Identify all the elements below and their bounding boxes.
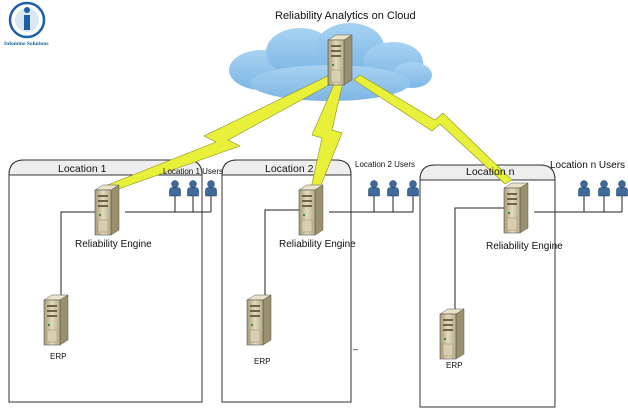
location-1-engine-label: Reliability Engine — [75, 239, 152, 250]
location-2-title: Location 2 — [265, 163, 314, 175]
location-n-title: Location n — [466, 166, 515, 178]
location-box-2 — [221, 159, 352, 403]
location-n-erp-label: ERP — [446, 361, 463, 370]
location-2-erp-label: ERP — [254, 357, 271, 366]
location-box-n — [419, 164, 556, 408]
location-1-users-label: Location 1 Users — [163, 167, 224, 176]
location-1-title: Location 1 — [58, 163, 107, 175]
location-2-engine-label: Reliability Engine — [279, 239, 356, 250]
cloud-title: Reliability Analytics on Cloud — [275, 10, 416, 22]
user-icon — [598, 180, 610, 197]
user-icon — [407, 180, 419, 197]
stray-mark: _ — [353, 340, 359, 350]
user-icon — [368, 180, 380, 197]
erp-server-icon — [439, 308, 465, 360]
reliability-engine-server-icon — [298, 184, 324, 236]
location-2-users-label: Location 2 Users — [355, 160, 416, 169]
network-lines — [60, 196, 623, 330]
erp-server-icon — [246, 294, 272, 346]
user-icon — [616, 180, 628, 197]
logo-text: Infomine Solutions — [4, 41, 49, 47]
user-icon — [205, 180, 217, 197]
location-1-erp-label: ERP — [50, 352, 67, 361]
user-icon — [578, 180, 590, 197]
cloud-link-n — [353, 74, 513, 185]
company-logo — [8, 1, 46, 39]
user-icon — [387, 180, 399, 197]
reliability-engine-server-icon — [94, 184, 120, 236]
location-n-engine-label: Reliability Engine — [486, 241, 563, 252]
reliability-engine-server-icon — [503, 182, 529, 234]
erp-server-icon — [43, 294, 69, 346]
cloud-server-icon — [327, 34, 353, 86]
location-n-users-label: Location n Users — [550, 160, 626, 171]
